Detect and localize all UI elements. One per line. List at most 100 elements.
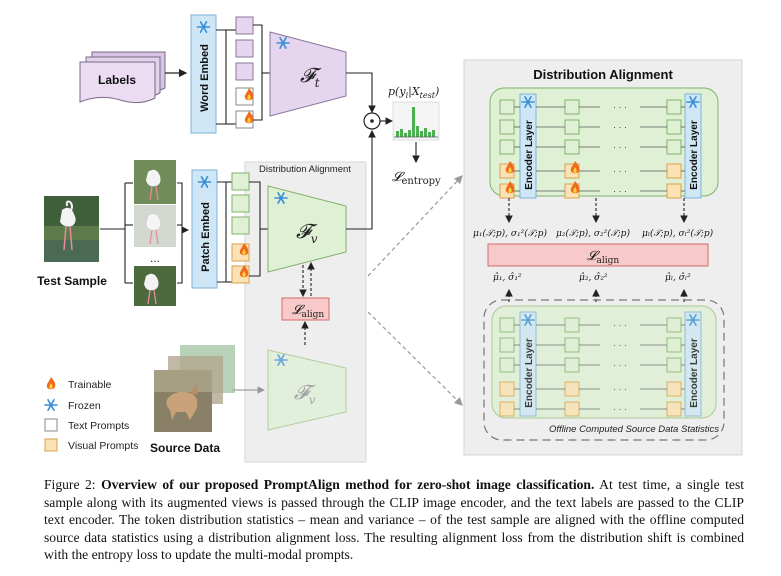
visual-prompt-token [499, 401, 515, 417]
encoder-layer-label: Encoder Layer [689, 338, 700, 408]
image-token [499, 317, 515, 333]
row-ellipsis: · · · [613, 360, 627, 370]
encoder-layer-bar [519, 311, 537, 417]
row-ellipsis: · · · [613, 122, 627, 132]
visual-token-bracket [249, 181, 268, 277]
align-loss-box-small [281, 297, 330, 321]
row-ellipsis: · · · [613, 142, 627, 152]
zoom-arrow-bottom [367, 311, 463, 406]
snowflake-icon [44, 398, 58, 412]
image-token [666, 317, 682, 333]
dist-align-small-title: Distribution Alignment [259, 164, 351, 175]
visual-prompt-token [666, 163, 682, 179]
word-embed-label: Word Embed [199, 44, 211, 112]
image-token [499, 357, 515, 373]
visual-prompt-token [564, 401, 580, 417]
encoder-layer-bar [519, 93, 537, 199]
encoder-layer-label: Encoder Layer [689, 120, 700, 190]
row-ellipsis: · · · [613, 404, 627, 414]
legend-text-prompts: Text Prompts [68, 420, 129, 432]
labels-documents: Labels [79, 51, 166, 104]
image-token [666, 337, 682, 353]
image-token [564, 357, 580, 373]
augmented-views: ... [134, 160, 176, 306]
fv-align-dashed [299, 261, 315, 298]
visual-prompt-token [666, 401, 682, 417]
visual-token-column [231, 172, 250, 284]
text-prompt-swatch [44, 418, 58, 432]
image-token [666, 99, 682, 115]
legend: Trainable Frozen Text Prompts Visual Pro… [44, 377, 138, 452]
align-loss-box-big [487, 243, 709, 267]
mu-hat-2: μ̂₂, σ̂₂² [579, 272, 608, 283]
image-encoder-fv: 𝓕v [267, 185, 347, 273]
test-sample-bracket [100, 182, 133, 284]
augmented-view [134, 160, 176, 204]
bottom-token-grid: Encoder Layer Encoder Layer · · · · · · · · … [499, 311, 702, 417]
row-ellipsis: · · · [613, 320, 627, 330]
prob-label: p(yi|Xtest) [388, 85, 439, 100]
row-ellipsis: · · · [613, 384, 627, 394]
mu-hat-l: μ̂ₗ, σ̂ₗ² [665, 272, 691, 283]
augmented-view [134, 266, 176, 306]
encoder-layer-bar [684, 311, 702, 417]
image-token [499, 139, 515, 155]
image-token [499, 99, 515, 115]
test-sample-image [44, 196, 99, 262]
caption-body: At test time, a single test sample along… [44, 477, 745, 562]
visual-prompt-token [666, 183, 682, 199]
image-token [499, 337, 515, 353]
figure-canvas: Labels Word Embed 𝓕t p(yi|Xtest) [37, 14, 743, 463]
source-data-label: Source Data [150, 441, 220, 455]
fv-to-dot-arrow [346, 129, 376, 230]
text-token-column [235, 16, 254, 129]
image-token [564, 119, 580, 135]
legend-visual-prompts: Visual Prompts [68, 440, 138, 452]
test-encoder-stack [489, 87, 719, 197]
views-bracket [177, 182, 190, 284]
ellipsis: ... [150, 251, 160, 265]
labels-text: Labels [98, 73, 136, 87]
row-ellipsis: · · · [613, 166, 627, 176]
encoder-layer-bar [684, 93, 702, 199]
patch-embed-brackets [217, 181, 232, 283]
dist-align-big-title: Distribution Alignment [533, 67, 673, 82]
image-token [564, 337, 580, 353]
visual-prompt-token [666, 381, 682, 397]
image-token [564, 139, 580, 155]
visual-prompt-token [564, 381, 580, 397]
row-ellipsis: · · · [613, 102, 627, 112]
fire-icon [46, 377, 56, 390]
image-token [666, 119, 682, 135]
encoder-layer-label: Encoder Layer [524, 338, 535, 408]
offline-stats-label: Offline Computed Source Data Statistics [549, 424, 719, 435]
top-token-grid: Encoder Layer Encoder Layer · · · · · · · · … [499, 93, 702, 199]
image-token [564, 99, 580, 115]
visual-prompt-swatch [44, 438, 58, 452]
mu-sigma-l: μₗ(𝒯;p), σₗ²(𝒯;p) [642, 228, 714, 239]
row-ellipsis: · · · [613, 340, 627, 350]
patch-embed-block: Patch Embed [191, 169, 218, 289]
augmented-view [134, 205, 176, 247]
text-token-bracket [253, 24, 270, 121]
row-ellipsis: · · · [613, 186, 627, 196]
word-embed-brackets [216, 29, 236, 125]
mu-hat-1: μ̂₁, σ̂₁² [493, 272, 522, 283]
probability-histogram [392, 101, 440, 141]
image-token [666, 139, 682, 155]
source-encoder-stack [491, 305, 717, 419]
source-data-images [154, 345, 235, 432]
image-encoder-fv-source: 𝓕v [267, 349, 347, 431]
image-token [666, 357, 682, 373]
word-embed-block: Word Embed [190, 14, 217, 134]
legend-trainable: Trainable [68, 379, 112, 391]
zoom-arrow-top [367, 175, 463, 277]
text-encoder-ft: 𝓕t [269, 31, 347, 117]
test-sample-label: Test Sample [37, 274, 107, 288]
image-token [499, 119, 515, 135]
encoder-layer-label: Encoder Layer [524, 120, 535, 190]
visual-prompt-token [499, 381, 515, 397]
patch-embed-label: Patch Embed [200, 202, 212, 272]
ft-to-dot-arrow [346, 72, 376, 114]
mu-sigma-2: μ₂(𝒯;p), σ₂²(𝒯;p) [556, 228, 630, 239]
